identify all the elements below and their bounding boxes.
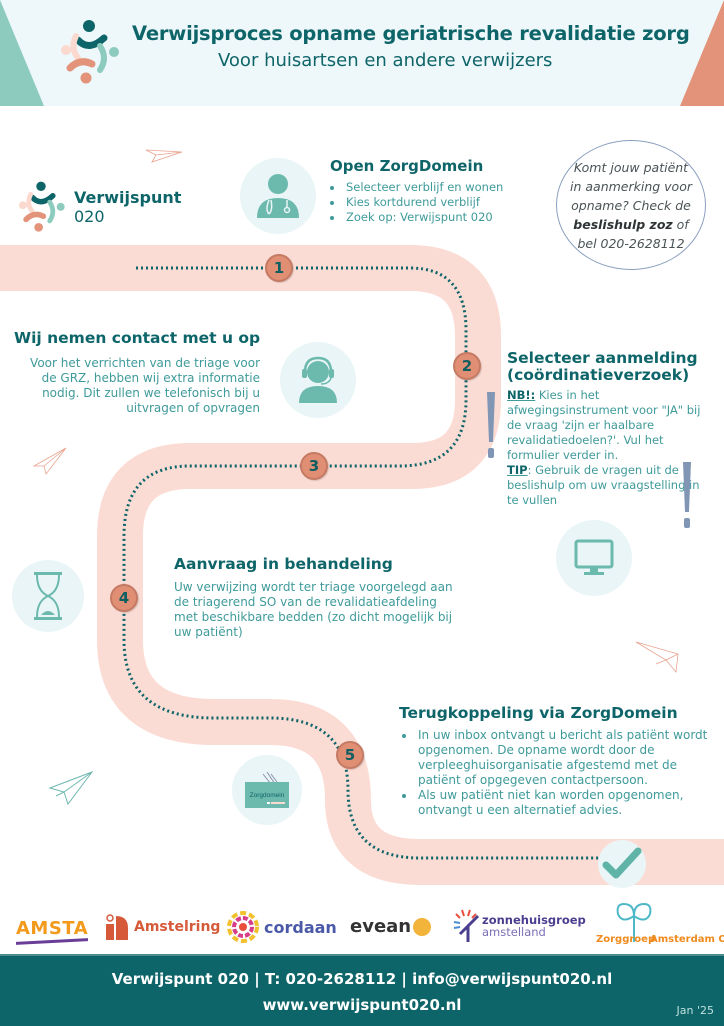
amstelring-logo-icon [106,914,128,940]
step-5-title: Terugkoppeling via ZorgDomein [399,704,678,722]
zorgdomein-icon-label: Zorgdomein [250,792,285,799]
step-2-number: 2 [453,352,481,380]
paper-plane-icon [32,447,67,475]
step-1-number: 1 [265,254,293,282]
step-4-text: Uw verwijzing wordt ter triage voorgeleg… [174,580,453,639]
road-dotted-line [122,266,620,860]
partner-logos: AMSTA Amstelring cordaan evean zonnehuis… [0,900,724,954]
tip-label: TIP [507,463,528,477]
partner-name: evean [350,916,412,937]
verwijspunt-logo-icon [61,20,119,84]
amsta-underline [16,938,88,945]
step-5-bullets: In uw inbox ontvangt u bericht als patië… [402,728,722,818]
process-road [0,245,724,885]
bubble-line: Komt jouw patiënt [573,159,689,175]
brand-name: Verwijspunt [74,188,182,207]
step-2-title-line1: Selecteer aanmelding [507,349,698,367]
step-3-text: Voor het verrichten van de triage voor d… [30,356,260,415]
doctor-icon [257,174,299,218]
hourglass-icon [34,572,62,620]
cordaan-logo-icon [227,911,259,943]
paper-plane-icon [145,149,183,163]
nb-text: Kies in het afwegingsinstrument voor "JA… [507,388,701,462]
partner-logo-evean: evean [350,916,432,937]
beslishulp-link[interactable]: beslishulp zoz [573,216,673,232]
step-4-icon-circle [12,560,84,632]
exclamation-icon [683,462,691,528]
check-beslishulp-bubble: Komt jouw patiënt in aanmerking voor opn… [556,140,706,270]
step-1-icon-circle [240,158,316,234]
step-5-icon-circle: Zorgdomein [232,755,302,825]
partner-logo-amsta: AMSTA [16,918,89,945]
exclamation-icon [487,392,495,458]
step-3-title: Wij nemen contact met u op [14,329,261,347]
partner-name: cordaan [264,917,337,937]
page-title: Verwijsproces opname geriatrische revali… [132,22,690,45]
step-1-bullet: Kies kortdurend verblijf [344,195,550,210]
step-5-number: 5 [336,741,364,769]
step-5-bullet: Als uw patiënt niet kan worden opgenomen… [416,788,722,818]
header-decoration-left [0,0,44,106]
zorggroep-logo-icon [616,902,652,942]
step-4-title: Aanvraag in behandeling [174,555,393,573]
brand-number: 020 [74,207,105,226]
step-4-number: 4 [110,584,138,612]
partner-logo-cordaan: cordaan [226,910,337,944]
zonnehuisgroep-logo-icon [453,909,480,942]
tip-text: : Gebruik de vragen uit de beslishulp om… [507,463,700,507]
paper-plane-icon [635,641,679,673]
bubble-line: opname? Check de [571,197,691,213]
footer-contact-line[interactable]: Verwijspunt 020 | T: 020-2628112 | info@… [111,970,613,988]
step-2-title: Selecteer aanmelding (coördinatieverzoek… [507,350,698,384]
partner-name: Zorggroep [596,934,656,945]
nb-label: NB!: [507,388,536,402]
partner-subname: Amsterdam Oost [650,934,724,945]
partner-logo-zonnehuisgroep: zonnehuisgroep amstelland [452,908,586,944]
partner-subname: amstelland [482,925,546,939]
header-decoration-right [680,0,724,106]
step-3-icon-circle [280,342,356,418]
step-2-text: NB!: Kies in het afwegingsinstrument voo… [507,388,707,508]
partner-name: zonnehuisgroep [482,913,586,927]
paper-plane-icon [48,770,94,806]
header-banner [0,0,724,106]
step-3-number: 3 [300,452,328,480]
step-1-bullet: Zoek op: Verwijspunt 020 [344,210,550,225]
page-subtitle: Voor huisartsen en andere verwijzers [218,50,553,71]
partner-logo-zorggroep-amsterdam-oost: Zorggroep Amsterdam Oost [596,902,724,948]
partner-logo-amstelring: Amstelring [104,914,220,940]
computer-monitor-icon [574,539,614,575]
checkmark-icon [602,847,642,879]
footer-website-link[interactable]: www.verwijspunt020.nl [262,996,462,1014]
zorgdomein-mailbox-icon: Zorgdomein [245,771,289,808]
verwijspunt-logo-small-icon [18,181,65,232]
bubble-line: of [672,216,689,232]
partner-name: AMSTA [16,918,89,939]
headset-agent-icon [299,356,337,403]
step-2-icon-circle [556,520,632,596]
step-2-title-line2: (coördinatieverzoek) [507,366,690,384]
partner-name: Amstelring [134,919,221,935]
step-1-bullets: Selecteer verblijf en wonen Kies kortdur… [330,180,550,225]
evean-logo-icon [413,917,432,936]
footer: Verwijspunt 020 | T: 020-2628112 | info@… [0,954,724,1026]
step-1-bullet: Selecteer verblijf en wonen [344,180,550,195]
road-band [0,245,724,885]
step-5-bullet: In uw inbox ontvangt u bericht als patië… [416,728,722,788]
footer-date: Jan '25 [676,1004,714,1017]
step-1-title: Open ZorgDomein [330,157,484,175]
finish-circle [598,840,646,888]
bubble-phone: bel 020-2628112 [577,235,685,251]
bubble-line: in aanmerking voor [570,178,692,194]
